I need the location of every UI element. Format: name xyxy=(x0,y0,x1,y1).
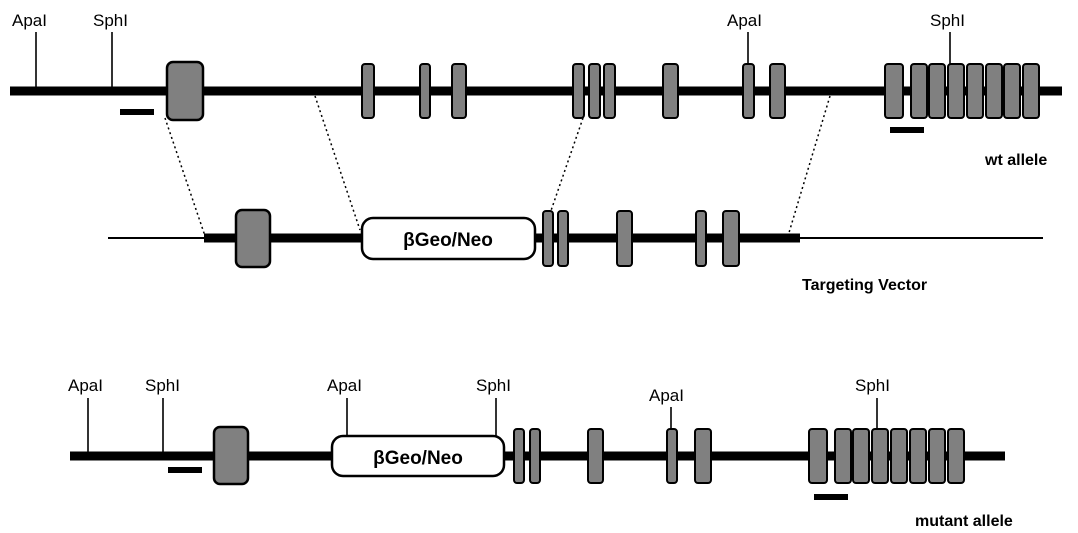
mutant-bgeo-neo-cassette xyxy=(330,434,506,478)
vector-exon xyxy=(557,210,569,267)
targeting-vector: βGeo/Neo Targeting Vector xyxy=(108,208,1043,294)
mutant-exon xyxy=(834,428,852,484)
mutant-sphi-label-2: SphI xyxy=(476,376,511,395)
wt-exon xyxy=(742,63,755,119)
wt-exon xyxy=(985,63,1003,119)
wt-sphi-label-1: SphI xyxy=(93,11,128,30)
wt-exon xyxy=(884,63,904,119)
mutant-exon xyxy=(808,428,828,484)
wt-sphi-label-2: SphI xyxy=(930,11,965,30)
vector-exon xyxy=(542,210,554,267)
wt-exon xyxy=(603,63,616,119)
mutant-exon xyxy=(852,428,870,484)
vector-exon-1 xyxy=(234,208,272,269)
crossover-line xyxy=(314,95,361,231)
wt-exon xyxy=(361,63,375,119)
mutant-exon xyxy=(871,428,889,484)
mutant-apai-label-1: ApaI xyxy=(68,376,103,395)
crossover-line xyxy=(164,117,206,237)
mutant-probe-5prime xyxy=(168,467,202,473)
mutant-exon xyxy=(694,428,712,484)
mutant-apai-label-2: ApaI xyxy=(327,376,362,395)
homology-crossover-lines xyxy=(164,95,831,237)
wt-exon-1 xyxy=(165,60,205,122)
wt-exon xyxy=(966,63,984,119)
vector-bgeo-neo-cassette xyxy=(360,216,537,261)
mutant-allele-label: mutant allele xyxy=(915,513,1013,530)
mutant-sphi-label-3: SphI xyxy=(855,376,890,395)
mutant-allele: ApaI SphI ApaI SphI ApaI SphI βGeo/Neo m… xyxy=(68,376,1013,530)
targeting-vector-label: Targeting Vector xyxy=(802,277,927,294)
wt-exon xyxy=(928,63,946,119)
wt-allele: ApaI SphI ApaI SphI wt allele xyxy=(10,11,1062,169)
mutant-exon xyxy=(513,428,525,484)
mutant-exon xyxy=(928,428,946,484)
mutant-exon xyxy=(890,428,908,484)
mutant-exon xyxy=(947,428,965,484)
mutant-exon xyxy=(587,428,604,484)
wt-exon xyxy=(588,63,601,119)
wt-apai-label-2: ApaI xyxy=(727,11,762,30)
vector-exon xyxy=(616,210,633,267)
mutant-apai-label-3: ApaI xyxy=(649,386,684,405)
wt-exon xyxy=(662,63,679,119)
wt-exon xyxy=(572,63,585,119)
vector-exon xyxy=(695,210,707,267)
wt-probe-3prime xyxy=(890,127,924,133)
mutant-exon xyxy=(529,428,541,484)
wt-exon xyxy=(910,63,928,119)
crossover-line xyxy=(544,117,584,229)
wt-apai-label-1: ApaI xyxy=(12,11,47,30)
vector-cassette-label: βGeo/Neo xyxy=(403,230,493,251)
wt-exon xyxy=(947,63,965,119)
wt-exon xyxy=(451,63,467,119)
mutant-sphi-label-1: SphI xyxy=(145,376,180,395)
wt-exon xyxy=(419,63,431,119)
mutant-exon-1 xyxy=(212,425,250,486)
wt-allele-label: wt allele xyxy=(984,152,1047,169)
mutant-cassette-label: βGeo/Neo xyxy=(373,448,463,469)
wt-exon xyxy=(1003,63,1021,119)
wt-exon xyxy=(769,63,786,119)
vector-exon xyxy=(722,210,740,267)
mutant-exon xyxy=(666,428,678,484)
wt-probe-5prime xyxy=(120,109,154,115)
crossover-line xyxy=(787,95,831,237)
wt-exon xyxy=(1022,63,1040,119)
mutant-probe-3prime xyxy=(814,494,848,500)
mutant-exon xyxy=(909,428,927,484)
